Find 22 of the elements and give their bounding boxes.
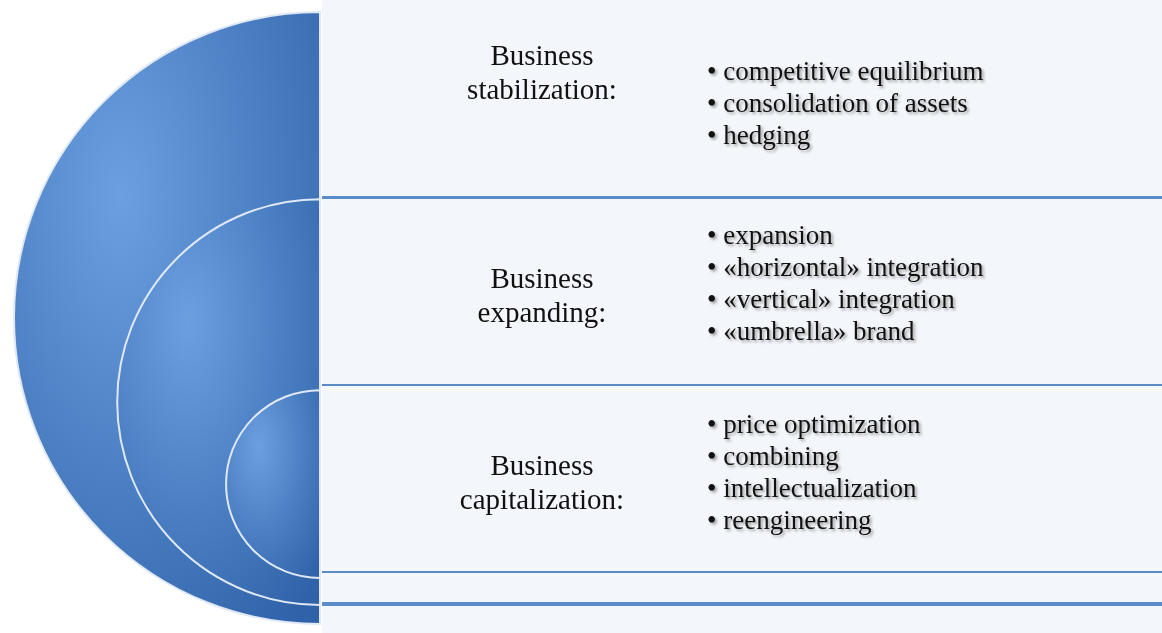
bullet-item: • consolidation of assets: [707, 87, 969, 119]
bullet-item: • «umbrella» brand: [707, 315, 916, 347]
bullet-item: • competitive equilibrium: [707, 55, 984, 87]
bullet-item: • expansion: [707, 219, 834, 251]
band-heading: Business expanding:: [476, 261, 608, 329]
semicircle-shape: [225, 389, 321, 579]
category-band: [322, 0, 1162, 198]
bullet-item: • reengineering: [707, 504, 873, 536]
bullet-item: • intellectualization: [707, 472, 918, 504]
bullet-item: • «vertical» integration: [707, 283, 956, 315]
category-band: [322, 384, 1162, 573]
bullet-item: • combining: [707, 440, 840, 472]
bullet-item: • «horizontal» integration: [707, 251, 984, 283]
category-band: [322, 197, 1162, 386]
bullet-item: • hedging: [707, 119, 812, 151]
band-heading: Business stabilization:: [466, 38, 618, 106]
bullet-item: • price optimization: [707, 408, 921, 440]
semicircle-shape: [116, 198, 321, 606]
empty-band: [322, 571, 1162, 604]
empty-band: [322, 604, 1162, 633]
band-heading: Business capitalization:: [458, 448, 626, 516]
semicircle-shape: [13, 11, 321, 625]
